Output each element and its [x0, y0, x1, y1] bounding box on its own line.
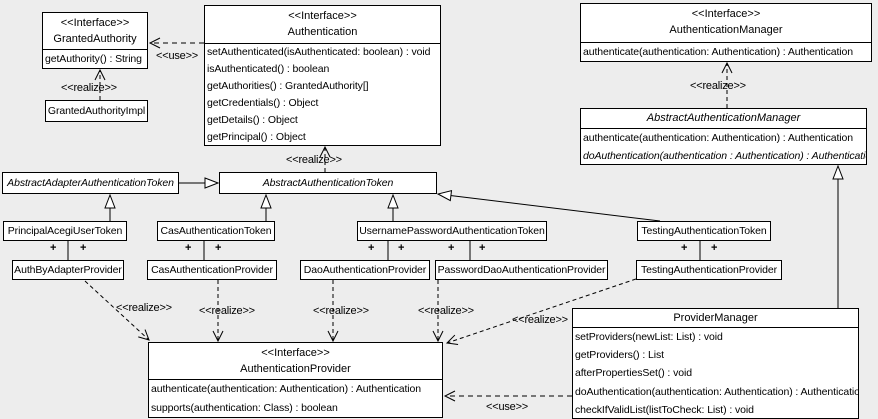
class-name: PasswordDaoAuthenticationProvider: [437, 264, 606, 276]
class-name: AbstractAdapterAuthenticationToken: [7, 177, 174, 189]
stereotype-label: <<Interface>>: [691, 8, 761, 20]
multiplicity-label: +: [711, 242, 718, 254]
realize-label: <<realize>>: [199, 305, 255, 317]
class-name: CasAuthenticationToken: [160, 225, 272, 237]
class-box-granted-authority: <<Interface>> GrantedAuthority getAuthor…: [42, 12, 148, 69]
method-label: checkIfValidList(listToCheck: List) : vo…: [575, 403, 754, 416]
realize-label: <<realize>>: [418, 305, 474, 317]
class-box-auth-by-adapter-provider: AuthByAdapterProvider: [12, 260, 124, 280]
class-box-authentication-manager: <<Interface>> AuthenticationManager auth…: [580, 3, 872, 62]
class-name: Authentication: [287, 26, 358, 38]
class-name: PrincipalAcegiUserToken: [7, 225, 123, 237]
class-name: AbstractAuthenticationToken: [262, 177, 394, 189]
multiplicity-label: +: [681, 242, 688, 254]
multiplicity-label: +: [80, 242, 87, 254]
method-label: setAuthenticated(isAuthenticated: boolea…: [207, 46, 431, 58]
method-label: supports(authentication: Class) : boolea…: [151, 402, 338, 414]
method-label: getPrincipal() : Object: [207, 131, 306, 143]
multiplicity-label: +: [398, 242, 405, 254]
class-box-password-dao-authentication-provider: PasswordDaoAuthenticationProvider: [435, 260, 608, 280]
use-label: <<use>>: [486, 401, 529, 413]
class-box-abstract-authentication-token: AbstractAuthenticationToken: [219, 172, 437, 194]
stereotype-label: <<Interface>>: [288, 10, 357, 22]
class-box-provider-manager: ProviderManager setProviders(newList: Li…: [572, 308, 859, 419]
multiplicity-label: +: [50, 242, 57, 254]
method-label: doAuthentication(authentication: Authent…: [575, 385, 858, 398]
class-name: DaoAuthenticationProvider: [303, 264, 427, 276]
class-name: AuthenticationProvider: [240, 363, 351, 375]
class-name: GrantedAuthority: [53, 33, 137, 45]
method-label: doAuthentication(authentication : Authen…: [583, 150, 866, 162]
method-label: authenticate(authentication: Authenticat…: [151, 383, 422, 395]
class-box-cas-authentication-provider: CasAuthenticationProvider: [147, 260, 277, 280]
realize-label: <<realize>>: [313, 305, 369, 317]
stereotype-label: <<Interface>>: [60, 17, 130, 29]
class-name: GrantedAuthorityImpl: [47, 105, 146, 117]
multiplicity-label: +: [368, 242, 375, 254]
method-label: getProviders() : List: [575, 349, 664, 362]
class-box-abstract-authentication-manager: AbstractAuthenticationManager authentica…: [580, 108, 867, 165]
class-name: CasAuthenticationProvider: [151, 264, 273, 276]
class-box-dao-authentication-provider: DaoAuthenticationProvider: [300, 260, 430, 280]
multiplicity-label: +: [185, 242, 192, 254]
realize-label: <<realize>>: [690, 80, 746, 92]
class-name: UsernamePasswordAuthenticationToken: [359, 225, 545, 237]
method-label: afterPropertiesSet() : void: [575, 367, 692, 380]
stereotype-label: <<Interface>>: [261, 347, 330, 359]
class-box-testing-authentication-provider: TestingAuthenticationProvider: [636, 260, 782, 280]
method-label: setProviders(newList: List) : void: [575, 331, 723, 343]
class-box-granted-authority-impl: GrantedAuthorityImpl: [45, 100, 148, 122]
method-label: getAuthority() : String: [45, 53, 142, 65]
multiplicity-label: +: [215, 242, 222, 254]
method-label: getAuthorities() : GrantedAuthority[]: [207, 80, 369, 92]
class-name: AbstractAuthenticationManager: [646, 112, 801, 124]
class-name: AuthenticationManager: [669, 24, 783, 36]
method-label: authenticate(authentication: Authenticat…: [583, 132, 854, 144]
realize-label: <<realize>>: [512, 314, 568, 326]
class-box-username-password-authentication-token: UsernamePasswordAuthenticationToken: [357, 221, 547, 241]
realize-label: <<realize>>: [61, 82, 117, 94]
class-box-testing-authentication-token: TestingAuthenticationToken: [637, 221, 771, 241]
method-label: authenticate(authentication: Authenticat…: [583, 46, 854, 58]
class-box-authentication-provider: <<Interface>> AuthenticationProvider aut…: [148, 342, 443, 418]
multiplicity-label: +: [448, 242, 455, 254]
realize-label: <<realize>>: [116, 302, 172, 314]
class-box-abstract-adapter-authentication-token: AbstractAdapterAuthenticationToken: [2, 172, 179, 194]
realize-label: <<realize>>: [286, 154, 342, 166]
class-box-authentication: <<Interface>> Authentication setAuthenti…: [204, 5, 441, 146]
method-label: isAuthenticated() : boolean: [207, 63, 330, 75]
class-name: ProviderManager: [673, 312, 758, 324]
class-name: AuthByAdapterProvider: [14, 264, 122, 276]
class-name: TestingAuthenticationProvider: [640, 264, 777, 276]
method-label: getCredentials() : Object: [207, 97, 319, 109]
class-name: TestingAuthenticationToken: [641, 225, 767, 237]
class-box-cas-authentication-token: CasAuthenticationToken: [157, 221, 275, 241]
multiplicity-label: +: [479, 242, 486, 254]
class-box-principal-acegi-user-token: PrincipalAcegiUserToken: [3, 221, 127, 241]
method-label: getDetails() : Object: [207, 114, 298, 126]
use-label: <<use>>: [156, 50, 199, 62]
